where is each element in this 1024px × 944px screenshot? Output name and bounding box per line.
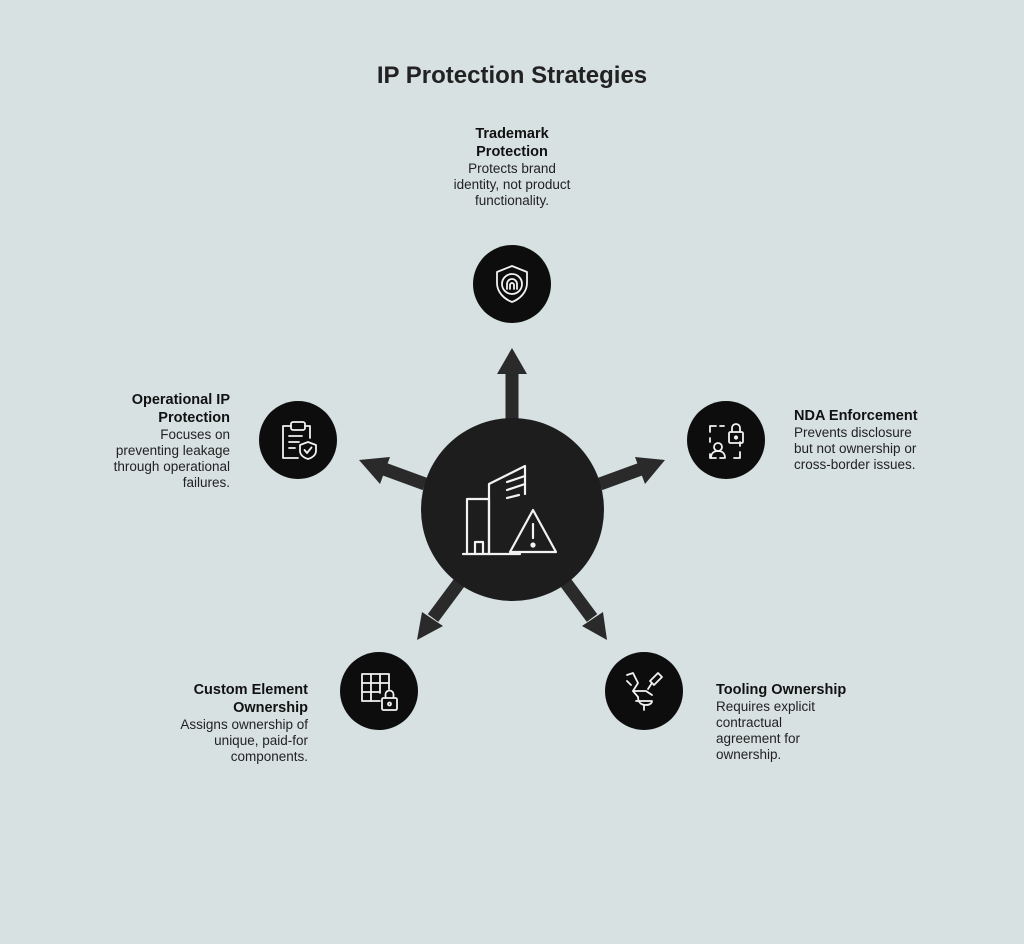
strategy-title: Trademark Protection [475, 126, 549, 160]
strategy-description: Requires explicit contractual agreement … [716, 699, 816, 762]
node-custom-element-ownership [340, 652, 418, 730]
arrow-down-left [417, 579, 465, 640]
node-nda-enforcement [687, 401, 765, 479]
label-operational-ip-protection: Operational IP Protection Focuses on pre… [80, 391, 230, 491]
arrow-right [597, 457, 665, 491]
strategy-title: NDA Enforcement [794, 408, 918, 424]
node-tooling-ownership [605, 652, 683, 730]
central-hub [421, 418, 604, 601]
strategy-description: Focuses on preventing leakage through op… [113, 427, 230, 490]
user-lock-icon [709, 423, 744, 459]
arrow-up [497, 348, 527, 420]
node-operational-ip-protection [259, 401, 337, 479]
strategy-description: Assigns ownership of unique, paid-for co… [180, 717, 308, 764]
arrow-down-right [560, 579, 607, 640]
clipboard-shield-icon [282, 421, 317, 460]
label-custom-element-ownership: Custom Element Ownership Assigns ownersh… [158, 681, 308, 765]
buildings-warning-icon [461, 464, 558, 556]
strategy-description: Protects brand identity, not product fun… [453, 161, 571, 208]
grid-lock-icon [361, 673, 398, 711]
strategy-title: Custom Element Ownership [193, 682, 308, 716]
shield-trademark-icon [496, 265, 528, 303]
strategy-title: Operational IP Protection [131, 392, 230, 426]
diagram-title: IP Protection Strategies [376, 62, 648, 89]
tooling-icon [626, 672, 663, 711]
node-trademark-protection [473, 245, 551, 323]
label-trademark-protection: Trademark Protection Protects brand iden… [430, 125, 594, 209]
label-tooling-ownership: Tooling Ownership Requires explicit cont… [716, 681, 866, 763]
strategy-title: Tooling Ownership [716, 682, 847, 698]
label-nda-enforcement: NDA Enforcement Prevents disclosure but … [794, 407, 969, 473]
arrow-left [359, 457, 428, 491]
strategy-description: Prevents disclosure but not ownership or… [794, 425, 917, 472]
